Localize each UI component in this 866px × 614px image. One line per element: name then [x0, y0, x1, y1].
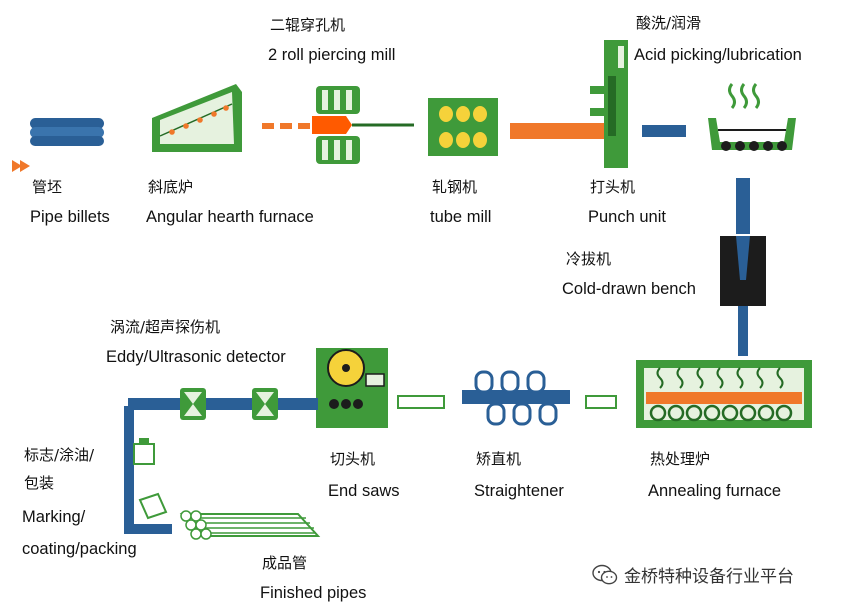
- angular-hearth-furnace-label-zh: 斜底炉: [148, 178, 193, 196]
- cold-drawn-bench-label-zh: 冷拔机: [566, 250, 611, 268]
- tube-segment-middle: [397, 395, 445, 409]
- input-arrow-icon: [12, 160, 30, 172]
- tube-mill-label-zh: 轧钢机: [432, 178, 477, 196]
- end-saws-label-zh: 切头机: [330, 450, 375, 468]
- blue-conveyor-top: [642, 125, 686, 137]
- hot-tube-conveyor: [510, 123, 606, 139]
- pipe-billets-icon: [30, 118, 104, 146]
- finished-pipes-icon: [179, 510, 321, 540]
- eddy-detector-label-en: Eddy/Ultrasonic detector: [106, 348, 286, 366]
- cold-drawn-bench-label-en: Cold-drawn bench: [562, 280, 696, 298]
- marking-label-zh: 标志/涂油/: [24, 446, 95, 464]
- tube-mill-icon: [428, 98, 498, 156]
- annealing-furnace-icon: [636, 360, 812, 428]
- eddy-detector-label-zh: 涡流/超声探伤机: [110, 318, 220, 336]
- acid-picking-label-zh: 酸洗/润滑: [636, 14, 701, 32]
- packing-station-icon: [138, 492, 168, 520]
- finished-pipes-label-en: Finished pipes: [260, 584, 366, 602]
- tube-mill-label-en: tube mill: [430, 208, 491, 226]
- pipe-billets-label-en: Pipe billets: [30, 208, 110, 226]
- blue-conveyor-down: [736, 178, 750, 234]
- pipe-billets-label-zh: 管坯: [32, 178, 62, 196]
- straightener-label-zh: 矫直机: [476, 450, 521, 468]
- marking-label-en: Marking/: [22, 508, 86, 526]
- watermark-text: 金桥特种设备行业平台: [624, 567, 794, 587]
- piercing-mill-label-en: 2 roll piercing mill: [268, 46, 395, 64]
- finished-pipes-label-zh: 成品管: [262, 554, 307, 572]
- hot-billet-conveyor: [262, 123, 310, 129]
- piercing-mill-icon: [312, 86, 414, 164]
- eddy-detector-icon: [128, 388, 318, 420]
- punch-unit-label-en: Punch unit: [588, 208, 666, 226]
- coating-station-icon: [133, 438, 155, 465]
- punch-unit-icon: [590, 40, 628, 168]
- annealing-furnace-label-en: Annealing furnace: [648, 482, 781, 500]
- cold-drawn-bench-icon: [720, 236, 766, 356]
- tube-segment-right: [585, 395, 617, 409]
- punch-unit-label-zh: 打头机: [590, 178, 635, 196]
- angular-hearth-furnace-icon: [152, 84, 242, 152]
- end-saws-icon: [316, 348, 388, 428]
- wechat-icon: [592, 564, 618, 584]
- marking-label-zh-2: 包装: [24, 474, 54, 492]
- straightener-icon: [462, 370, 570, 426]
- straightener-label-en: Straightener: [474, 482, 564, 500]
- marking-line-icon: [124, 406, 172, 534]
- marking-label-en-2: coating/packing: [22, 540, 137, 558]
- annealing-furnace-label-zh: 热处理炉: [650, 450, 710, 468]
- acid-picking-label-en: Acid picking/lubrication: [634, 46, 802, 64]
- angular-hearth-furnace-label-en: Angular hearth furnace: [146, 208, 314, 226]
- end-saws-label-en: End saws: [328, 482, 400, 500]
- acid-picking-tank-icon: [708, 83, 796, 151]
- piercing-mill-label-zh: 二辊穿孔机: [270, 16, 345, 34]
- watermark: 金桥特种设备行业平台: [592, 562, 794, 587]
